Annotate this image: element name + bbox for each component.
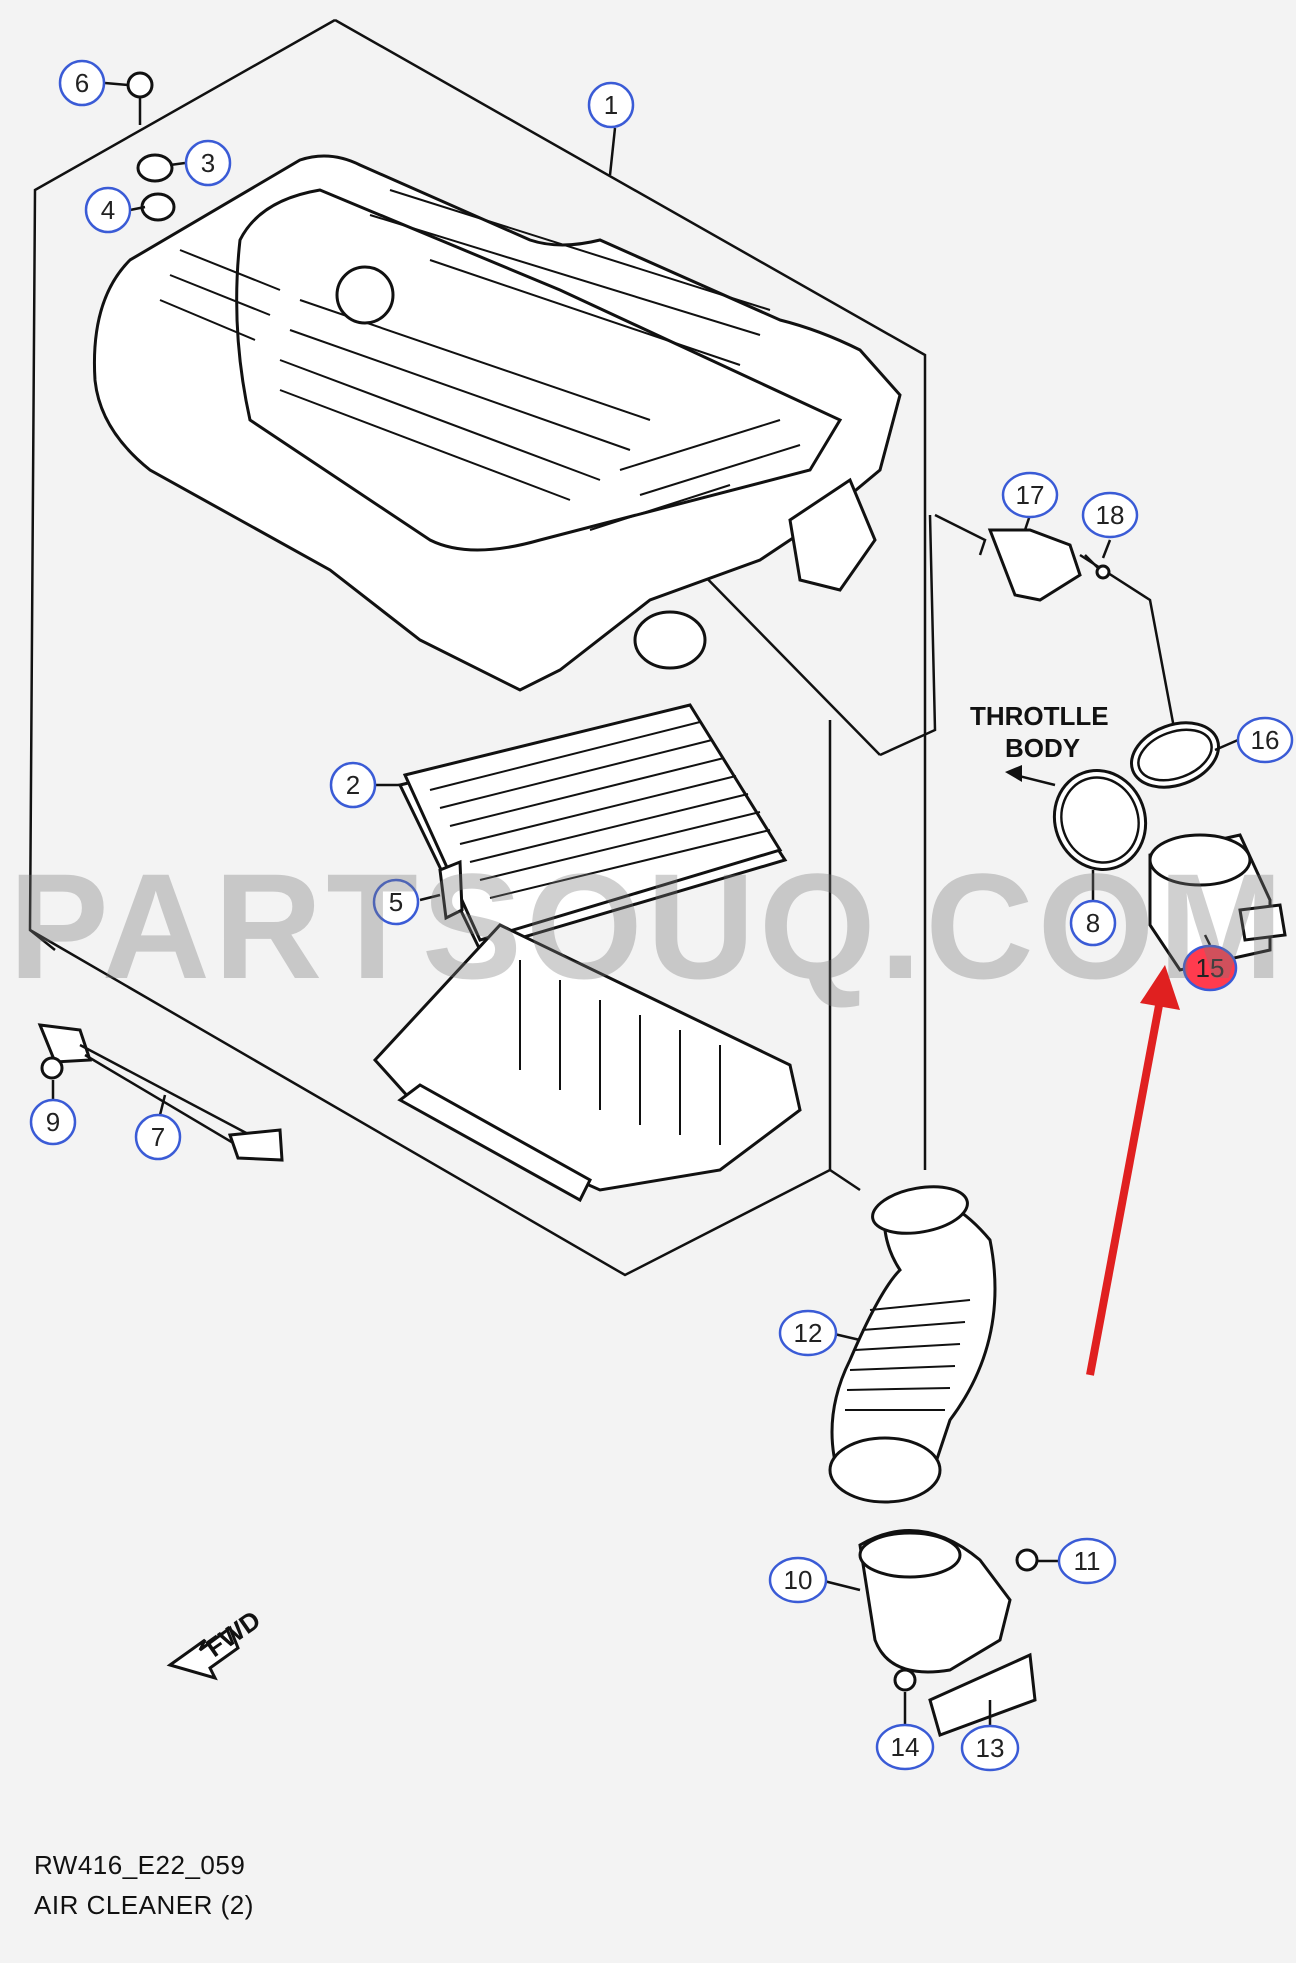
- callout-1[interactable]: 1: [587, 81, 635, 129]
- callout-2-text: 2: [346, 770, 360, 800]
- clip: [438, 859, 464, 921]
- bolt-6: [126, 71, 154, 125]
- callout-8[interactable]: 8: [1069, 899, 1117, 947]
- callout-16[interactable]: 16: [1236, 716, 1294, 764]
- sensor-17: [987, 528, 1082, 602]
- fwd-arrow: FWD: [166, 1604, 266, 1681]
- callout-6[interactable]: 6: [58, 59, 106, 107]
- callout-14[interactable]: 14: [875, 1723, 935, 1771]
- grommet-3: [136, 153, 174, 183]
- clamp-16-inner: [1137, 728, 1213, 782]
- screw-18: [1084, 554, 1111, 580]
- callout-3-text: 3: [201, 148, 215, 178]
- diagram-code: RW416_E22_059: [34, 1850, 246, 1880]
- callout-4[interactable]: 4: [84, 186, 132, 234]
- callout-13-text: 13: [976, 1733, 1005, 1763]
- diagram-title: AIR CLEANER (2): [34, 1890, 254, 1920]
- bolt-9: [40, 1056, 64, 1080]
- clamp-8: [1052, 769, 1148, 871]
- throttle-body-label-line2: BODY: [1005, 733, 1080, 763]
- callout-15[interactable]: 15: [1182, 944, 1238, 992]
- clamp-16: [1129, 721, 1221, 789]
- throttle-body-arrow: [1005, 765, 1056, 787]
- callout-5[interactable]: 5: [372, 878, 420, 926]
- callout-16-text: 16: [1251, 725, 1280, 755]
- callout-4-text: 4: [101, 195, 115, 225]
- callout-12[interactable]: 12: [778, 1309, 838, 1357]
- red-indicator-arrow: [1086, 965, 1180, 1376]
- callout-18[interactable]: 18: [1081, 491, 1139, 539]
- callout-6-text: 6: [75, 68, 89, 98]
- callout-11-text: 11: [1074, 1546, 1101, 1576]
- bolt-14: [893, 1668, 917, 1692]
- inlet-10: [858, 1529, 1012, 1674]
- callout-11[interactable]: 11: [1057, 1537, 1117, 1585]
- callout-3[interactable]: 3: [184, 139, 232, 187]
- callout-13[interactable]: 13: [960, 1724, 1020, 1772]
- callout-12-text: 12: [794, 1318, 823, 1348]
- bracket-rod: [37, 1023, 284, 1162]
- air-duct-hose-12: [828, 1185, 997, 1504]
- throttle-body-label-line1: THROTLLE: [970, 701, 1109, 731]
- callout-8-text: 8: [1086, 908, 1100, 938]
- callout-7-text: 7: [151, 1122, 165, 1152]
- callout-5-text: 5: [389, 887, 403, 917]
- callout-1-text: 1: [604, 90, 618, 120]
- clamp-8-inner: [1060, 776, 1140, 864]
- bracket-13: [928, 1652, 1037, 1737]
- callout-17[interactable]: 17: [1001, 471, 1059, 519]
- airflow-sensor-15: [1148, 833, 1287, 972]
- callout-15-text: 15: [1196, 953, 1225, 983]
- lower-case: [372, 923, 802, 1203]
- cushion-4: [140, 192, 176, 222]
- callout-10-text: 10: [784, 1565, 813, 1595]
- callout-7[interactable]: 7: [134, 1113, 182, 1161]
- bolt-11: [1015, 1548, 1039, 1572]
- callout-14-text: 14: [891, 1732, 920, 1762]
- upper-case: [92, 154, 902, 692]
- callout-2[interactable]: 2: [329, 761, 377, 809]
- callout-17-text: 17: [1016, 480, 1045, 510]
- callout-9-text: 9: [46, 1107, 60, 1137]
- callout-18-text: 18: [1096, 500, 1125, 530]
- callout-9[interactable]: 9: [29, 1098, 77, 1146]
- callout-10[interactable]: 10: [768, 1556, 828, 1604]
- filter-element: [397, 703, 788, 952]
